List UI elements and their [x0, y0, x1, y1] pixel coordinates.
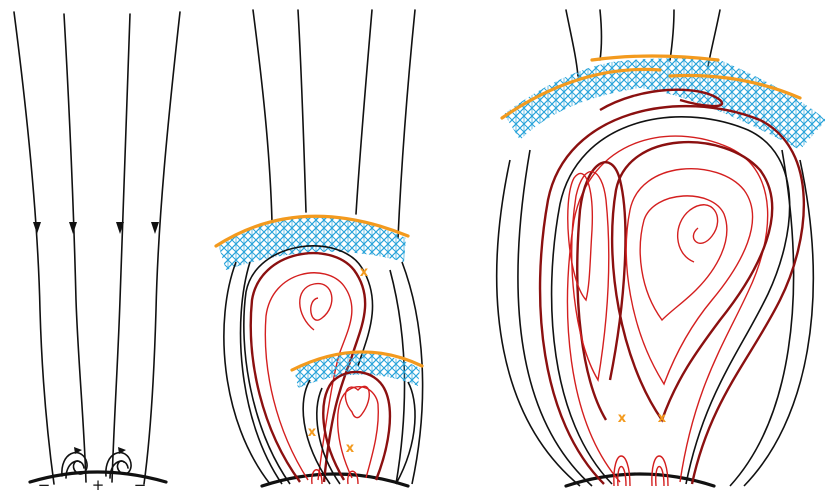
panel-3: x x: [497, 10, 825, 486]
panel-2-field-line: [398, 10, 415, 238]
panel-2-field-line: [253, 10, 272, 222]
panel-1-field-line: [14, 12, 54, 484]
polarity-sign-left: −: [38, 476, 51, 491]
panel-3-flux-rope-core: [678, 205, 718, 262]
panel-2-field-line: [298, 10, 306, 212]
panel-1-arrow-icon: [33, 222, 41, 234]
panel-2: x x x: [216, 10, 423, 486]
polarity-sign-right: −: [134, 476, 147, 491]
reconnection-x-marker: x: [308, 425, 317, 440]
panel-1-field-line: [112, 14, 130, 482]
panel-2-flux-rope-core: [300, 284, 332, 330]
panel-3-field-line: [566, 10, 578, 76]
panel-1-arrow-icon: [151, 222, 159, 234]
panel-1: − + −: [14, 12, 180, 491]
reconnection-x-marker: x: [346, 441, 355, 456]
panel-2-turbulence-region: [218, 215, 406, 270]
reconnection-x-marker: x: [360, 265, 369, 280]
panel-1-arrow-icon: [69, 222, 77, 234]
panel-1-field-line: [144, 12, 180, 484]
polarity-sign-center: +: [92, 476, 105, 491]
panel-1-field-line: [64, 14, 86, 482]
panel-3-field-line: [670, 10, 674, 60]
panel-3-field-line: [600, 10, 602, 60]
reconnection-x-marker: x: [618, 411, 627, 426]
panel-2-field-line: [356, 10, 372, 214]
reconnection-x-marker: x: [658, 411, 667, 426]
